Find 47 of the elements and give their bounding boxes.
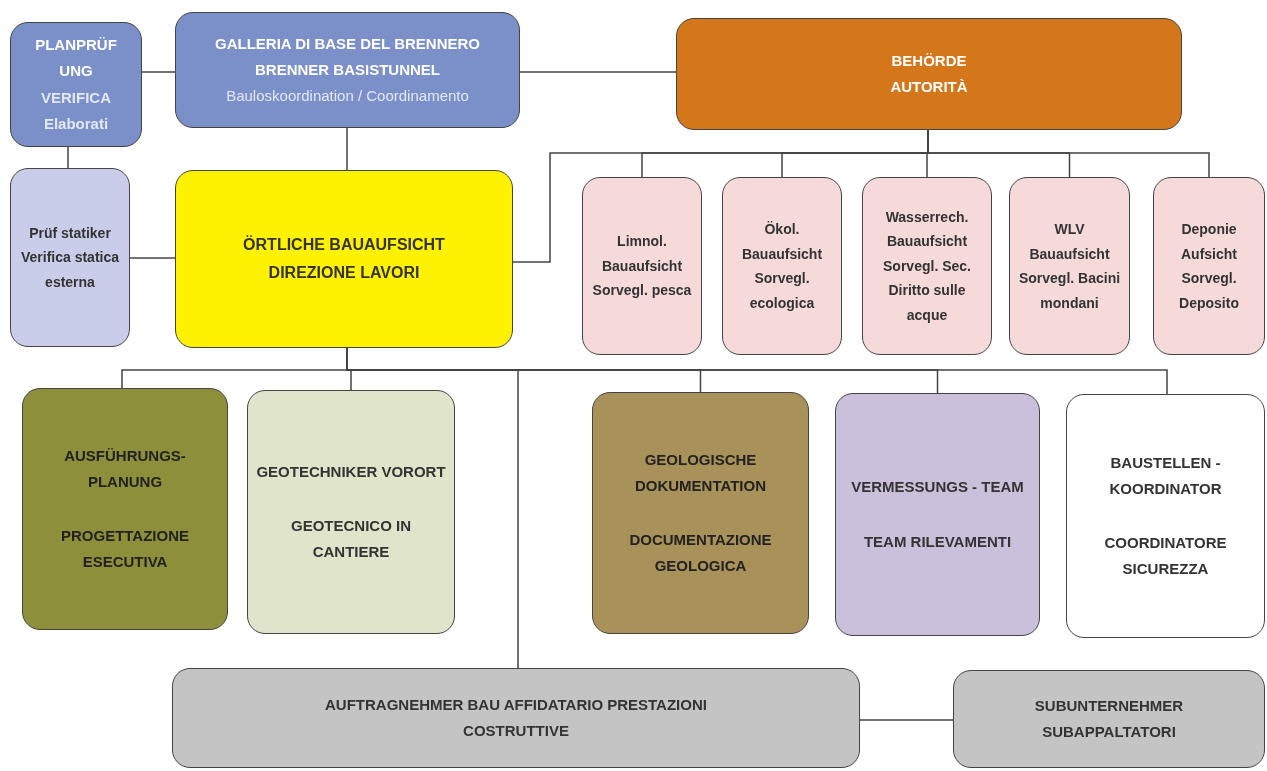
box-label: ÖRTLICHE BAUAUFSICHT DIREZIONE LAVORI — [242, 234, 446, 283]
connector-line — [129, 257, 176, 259]
box-label: Limnol. Bauaufsicht Sorvegl. pesca — [591, 232, 693, 301]
connector-line — [67, 146, 69, 169]
org-box — [1153, 177, 1265, 355]
org-box — [1066, 394, 1265, 638]
box-label: COORDINATORE SICUREZZA — [1103, 533, 1228, 580]
org-box — [247, 390, 455, 634]
connector-line — [519, 71, 677, 73]
org-box — [22, 388, 228, 630]
org-box — [172, 668, 860, 768]
org-box — [582, 177, 702, 355]
org-box — [175, 170, 513, 348]
org-box — [1009, 177, 1130, 355]
box-label: Ökol. Bauaufsicht Sorvegl. ecologica — [740, 220, 824, 313]
box-label: WLV Bauaufsicht Sorvegl. Bacini mondani — [1018, 220, 1121, 313]
org-box — [722, 177, 842, 355]
box-label: PROGETTAZIONE ESECUTIVA — [59, 526, 191, 573]
box-label: PLANPRÜF UNG — [34, 35, 118, 82]
org-box — [862, 177, 992, 355]
connector-line — [141, 71, 176, 73]
org-box — [835, 393, 1040, 636]
box-label: BEHÖRDE AUTORITÀ — [889, 50, 969, 97]
box-label: Prüf statiker Verifica statica esterna — [19, 223, 121, 292]
box-label: BAUSTELLEN - KOORDINATOR — [1108, 452, 1223, 499]
box-label: GEOLOGISCHE DOKUMENTATION — [633, 449, 768, 496]
org-box — [10, 168, 130, 347]
box-label: GEOTECNICO IN CANTIERE — [290, 515, 412, 563]
box-label: TEAM RILEVAMENTI — [863, 531, 1012, 552]
org-box — [676, 18, 1182, 130]
org-box — [953, 670, 1265, 768]
box-label: Wasserrech. Bauaufsicht Sorvegl. Sec. Diritto sulle acque — [882, 207, 972, 325]
box-label: SUBUNTERNEHMER SUBAPPALTATORI — [1033, 695, 1185, 742]
box-label: VERIFICA Elaborati — [40, 87, 112, 134]
connector-line — [346, 127, 348, 171]
connector-line — [859, 719, 954, 721]
box-label: VERMESSUNGS - TEAM — [851, 477, 1024, 498]
org-box — [175, 12, 520, 128]
box-label: AUSFÜHRUNGS- PLANUNG — [63, 445, 187, 492]
box-label: Deponie Aufsicht Sorvegl. Deposito — [1178, 220, 1240, 313]
box-label: Bauloskoordination / Coordinamento — [226, 86, 469, 107]
box-label: GALLERIA DI BASE DEL BRENNERO BRENNER BASISTUNNEL — [214, 33, 481, 80]
box-label: GEOTECHNIKER VORORT — [256, 461, 446, 482]
org-box — [592, 392, 809, 634]
org-box — [10, 22, 142, 147]
box-label: AUFTRAGNEHMER BAU AFFIDATARIO PRESTAZIONI COSTRUTTIVE — [324, 694, 708, 741]
box-label: DOCUMENTAZIONE GEOLOGICA — [628, 530, 773, 577]
